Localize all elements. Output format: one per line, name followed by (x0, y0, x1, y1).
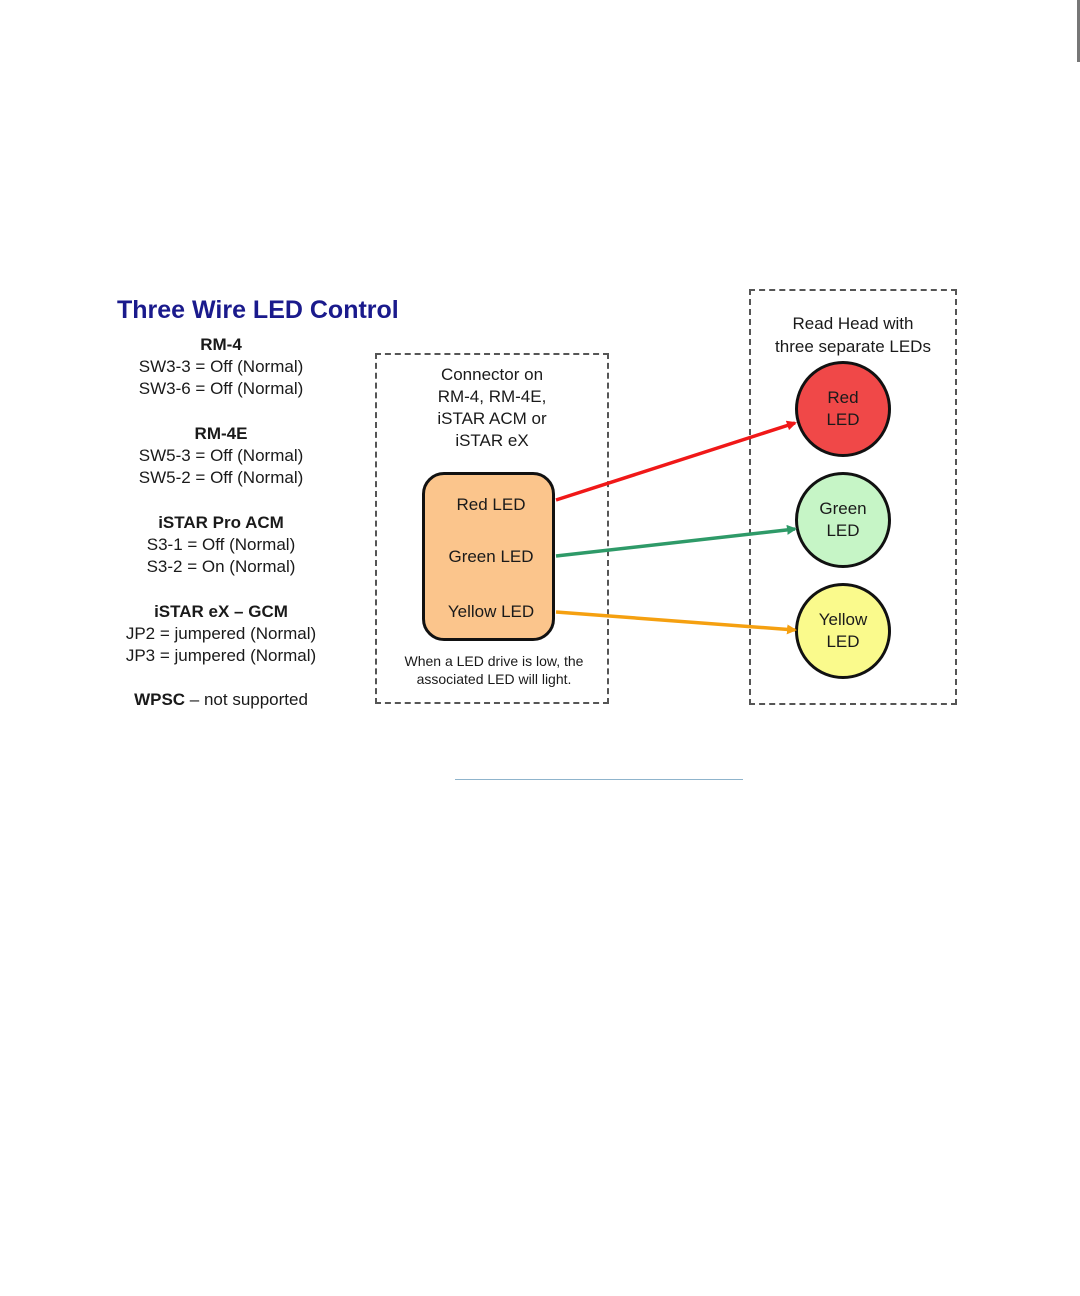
connector-panel (375, 353, 609, 704)
settings-line: S3-2 = On (Normal) (146, 557, 296, 576)
settings-line: SW5-2 = Off (Normal) (138, 468, 304, 487)
led-word: LED (826, 410, 860, 429)
settings-heading: iSTAR eX – GCM (154, 602, 288, 621)
settings-line: SW3-6 = Off (Normal) (138, 379, 304, 398)
settings-istar-pro-acm: iSTAR Pro ACM S3-1 = Off (Normal) S3-2 =… (100, 512, 342, 578)
read-head-title: Read Head with three separate LEDs (749, 312, 957, 358)
settings-heading: RM-4E (194, 424, 248, 443)
note-line: associated LED will light. (416, 671, 572, 687)
connector-title-line: RM-4, RM-4E, (437, 387, 547, 406)
connector-title: Connector on RM-4, RM-4E, iSTAR ACM or i… (375, 364, 609, 452)
led-name: Green (819, 499, 867, 518)
settings-line: JP2 = jumpered (Normal) (125, 624, 317, 643)
settings-line: SW3-3 = Off (Normal) (138, 357, 304, 376)
connector-red-led-label: Red LED (456, 495, 526, 514)
settings-rm4: RM-4 SW3-3 = Off (Normal) SW3-6 = Off (N… (100, 334, 342, 400)
settings-line: S3-1 = Off (Normal) (146, 535, 296, 554)
led-drive-note: When a LED drive is low, the associated … (385, 652, 603, 688)
settings-line: SW5-3 = Off (Normal) (138, 446, 304, 465)
green-wire-arrow (555, 524, 797, 558)
connector-title-line: iSTAR ACM or (437, 409, 547, 428)
wpsc-status: – not supported (185, 690, 308, 709)
settings-line: JP3 = jumpered (Normal) (125, 646, 317, 665)
separator-line (455, 779, 743, 780)
read-head-title-line: Read Head with (792, 314, 914, 333)
led-name: Yellow (818, 610, 868, 629)
diagram-title: Three Wire LED Control (117, 296, 399, 324)
page-edge-line (1077, 0, 1080, 62)
note-line: When a LED drive is low, the (404, 653, 584, 669)
settings-istar-ex-gcm: iSTAR eX – GCM JP2 = jumpered (Normal) J… (100, 601, 342, 667)
settings-rm4e: RM-4E SW5-3 = Off (Normal) SW5-2 = Off (… (100, 423, 342, 489)
led-name: Red (827, 388, 859, 407)
led-word: LED (826, 632, 860, 651)
connector-led-block (422, 472, 555, 641)
wpsc-note: WPSC – not supported (100, 689, 342, 711)
red-wire-arrow (555, 420, 797, 502)
settings-heading: RM-4 (200, 335, 242, 354)
connector-title-line: iSTAR eX (455, 431, 529, 450)
connector-green-led-label: Green LED (448, 547, 534, 566)
wpsc-label: WPSC (134, 690, 186, 709)
connector-title-line: Connector on (440, 365, 544, 384)
led-word: LED (826, 521, 860, 540)
read-head-title-line: three separate LEDs (775, 337, 931, 356)
settings-heading: iSTAR Pro ACM (158, 513, 284, 532)
yellow-wire-arrow (555, 610, 797, 635)
connector-yellow-led-label: Yellow LED (447, 602, 535, 621)
read-head-panel (749, 289, 957, 705)
